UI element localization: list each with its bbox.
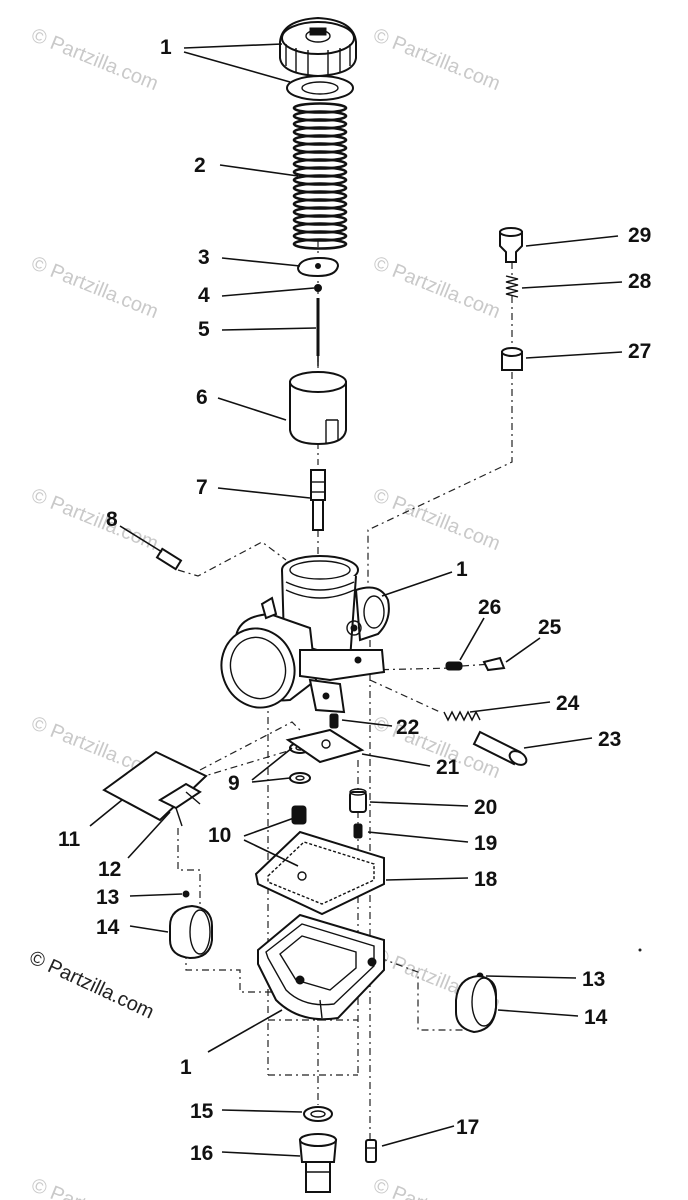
idle-spring-part bbox=[443, 710, 481, 722]
carburetor-body-part bbox=[220, 555, 390, 714]
spring-coils bbox=[292, 102, 348, 250]
callout-label: 1 bbox=[456, 558, 468, 581]
callout-label: 13 bbox=[96, 886, 119, 909]
watermark: © Partzilla.com bbox=[28, 1174, 161, 1200]
cable-adjuster-spring-part bbox=[505, 275, 519, 298]
gasket-sheet-part bbox=[102, 750, 208, 822]
float-bowl-part bbox=[257, 913, 385, 1021]
main-jet-holder-part bbox=[298, 1133, 338, 1193]
callout-label: 26 bbox=[478, 596, 501, 619]
callout-label: 2 bbox=[194, 154, 206, 177]
watermark: © Partzilla.com bbox=[28, 24, 161, 95]
callout-label: 12 bbox=[98, 858, 121, 881]
speck-mark bbox=[638, 948, 642, 952]
float-part bbox=[169, 904, 213, 960]
callout-label: 6 bbox=[196, 386, 208, 409]
float-part bbox=[455, 974, 497, 1034]
cap-gasket-part bbox=[286, 75, 354, 101]
plug-screw-part bbox=[353, 823, 363, 839]
watermark-primary: © Partzilla.com bbox=[26, 947, 157, 1024]
drain-plug-part bbox=[349, 788, 367, 813]
callout-label: 14 bbox=[96, 916, 120, 939]
callout-label: 23 bbox=[598, 728, 621, 751]
callout-label: 1 bbox=[180, 1056, 192, 1079]
callout-label: 20 bbox=[474, 796, 497, 819]
float-arm-part bbox=[157, 782, 202, 827]
watermark: © Partzilla.com bbox=[28, 484, 161, 555]
callout-label: 21 bbox=[436, 756, 460, 779]
callout-label: 15 bbox=[190, 1100, 214, 1123]
air-screw-spring-part bbox=[445, 661, 463, 671]
callout-label: 29 bbox=[628, 224, 651, 247]
float-arm-plate-part bbox=[285, 728, 365, 764]
callout-label: 22 bbox=[396, 716, 419, 739]
watermark: © Partzilla.com bbox=[370, 252, 503, 323]
callout-label: 17 bbox=[456, 1116, 479, 1139]
watermark: © Partzilla.com bbox=[28, 252, 161, 323]
callout-label: 27 bbox=[628, 340, 651, 363]
pilot-jet-part bbox=[155, 547, 183, 571]
carburetor-cap-part bbox=[279, 16, 357, 78]
callout-label: 11 bbox=[58, 828, 81, 851]
spring-seat-part bbox=[296, 256, 340, 278]
callout-label: 1 bbox=[160, 36, 172, 59]
callout-label: 4 bbox=[198, 284, 210, 307]
needle-jet-part bbox=[310, 469, 326, 531]
float-bowl-gasket-part bbox=[254, 830, 385, 916]
callout-labels: 1 2 3 4 5 6 7 8 1 9 10 11 12 13 14 1 15 … bbox=[58, 36, 652, 1165]
float-pin-part bbox=[182, 890, 190, 898]
throttle-spring-part bbox=[292, 102, 348, 250]
callout-label: 19 bbox=[474, 832, 497, 855]
callout-label: 24 bbox=[556, 692, 580, 715]
callout-label: 18 bbox=[474, 868, 498, 891]
callout-label: 14 bbox=[584, 1006, 608, 1029]
callout-label: 5 bbox=[198, 318, 210, 341]
callout-label: 3 bbox=[198, 246, 210, 269]
cable-adjuster-part bbox=[499, 227, 523, 263]
needle-clip-part bbox=[314, 284, 322, 292]
callout-label: 8 bbox=[106, 508, 118, 531]
spring-coil bbox=[292, 238, 348, 250]
drain-o-ring-part bbox=[303, 1106, 333, 1122]
callout-label: 13 bbox=[582, 968, 605, 991]
callout-label: 28 bbox=[628, 270, 652, 293]
throttle-valve-part bbox=[289, 371, 347, 446]
pilot-screw-part bbox=[329, 713, 339, 729]
watermark: © Partzilla.com bbox=[370, 24, 503, 95]
callout-label: 9 bbox=[228, 772, 240, 795]
bowl-screw-part bbox=[365, 1139, 377, 1163]
watermark: © Partzilla.com bbox=[370, 1174, 503, 1200]
idle-screw-part bbox=[472, 730, 528, 766]
leader-lines bbox=[89, 43, 623, 1157]
cable-adjuster-nut-part bbox=[501, 347, 523, 371]
callout-label: 25 bbox=[538, 616, 562, 639]
air-screw-part bbox=[482, 656, 506, 672]
callout-label: 10 bbox=[208, 824, 231, 847]
callout-label: 16 bbox=[190, 1142, 213, 1165]
callout-label: 7 bbox=[196, 476, 208, 499]
